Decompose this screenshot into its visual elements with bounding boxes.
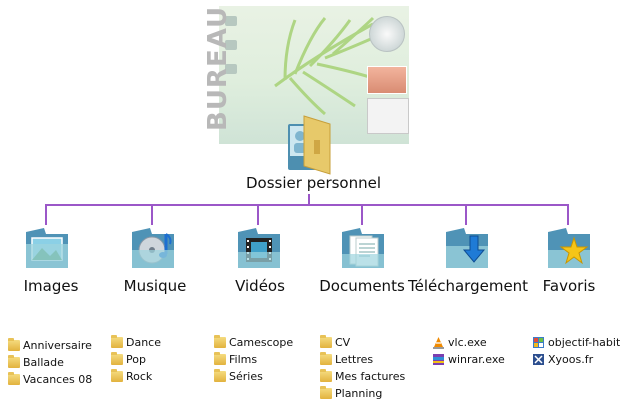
folder-icon (111, 369, 123, 382)
list-item[interactable]: CV (320, 334, 405, 351)
node-label-images: Images (23, 277, 79, 295)
list-item[interactable]: Camescope (214, 334, 293, 351)
connector-line (567, 204, 569, 225)
desktop-label: BUREAU (203, 5, 233, 131)
list-item[interactable]: Xyoos.fr (532, 351, 620, 368)
connector-line (45, 204, 569, 206)
node-label-telechargement: Téléchargement (408, 277, 529, 295)
desktop-icon (225, 40, 237, 50)
documents-items: CV Lettres Mes factures Planning (320, 334, 405, 402)
favoris-items: objectif-habit Xyoos.fr (532, 334, 620, 368)
list-item[interactable]: vlc.exe (432, 334, 505, 351)
list-item[interactable]: Vacances 08 (8, 371, 92, 388)
connector-line (151, 204, 153, 225)
clock-gadget-icon (369, 16, 405, 52)
folder-icon (111, 335, 123, 348)
connector-line (308, 194, 310, 205)
list-item[interactable]: Planning (320, 385, 405, 402)
folder-icon (214, 335, 226, 348)
videos-items: Camescope Films Séries (214, 334, 293, 385)
node-label-videos: Vidéos (235, 277, 285, 295)
folder-icon (214, 352, 226, 365)
desktop-icon (225, 16, 237, 26)
winrar-archive-icon (433, 354, 444, 365)
documents-folder-icon (342, 228, 384, 268)
folder-icon (111, 352, 123, 365)
desktop-icon (225, 64, 237, 74)
folder-icon (320, 335, 332, 348)
folder-icon (8, 338, 20, 351)
music-folder-icon (132, 228, 174, 268)
connector-line (257, 204, 259, 225)
palm-frond-image (274, 16, 375, 116)
folder-icon (8, 355, 20, 368)
connector-line (361, 204, 363, 225)
folder-icon (320, 352, 332, 365)
list-item[interactable]: Séries (214, 368, 293, 385)
folder-icon (8, 372, 20, 385)
folder-icon (214, 369, 226, 382)
node-label-musique: Musique (123, 277, 187, 295)
root-label: Dossier personnel (246, 174, 382, 192)
images-items: Anniversaire Ballade Vacances 08 (8, 337, 92, 388)
node-label-documents: Documents (319, 277, 405, 295)
folder-icon (320, 386, 332, 399)
list-item[interactable]: Lettres (320, 351, 405, 368)
list-item[interactable]: Mes factures (320, 368, 405, 385)
list-item[interactable]: Films (214, 351, 293, 368)
calendar-gadget-icon (367, 98, 409, 134)
website-link-icon (533, 337, 544, 348)
images-folder-icon (26, 228, 68, 268)
list-item[interactable]: Pop (111, 351, 161, 368)
telechargement-items: vlc.exe winrar.exe (432, 334, 505, 368)
download-folder-icon (446, 228, 488, 268)
node-label-favoris: Favoris (542, 277, 596, 295)
photo-gadget-icon (367, 66, 407, 94)
favorites-folder-icon (548, 228, 590, 268)
videos-folder-icon (238, 228, 280, 268)
musique-items: Dance Pop Rock (111, 334, 161, 385)
list-item[interactable]: Anniversaire (8, 337, 92, 354)
list-item[interactable]: Ballade (8, 354, 92, 371)
list-item[interactable]: winrar.exe (432, 351, 505, 368)
list-item[interactable]: Dance (111, 334, 161, 351)
personal-folder-icon (288, 115, 331, 175)
vlc-cone-icon (433, 337, 444, 349)
folder-icon (320, 369, 332, 382)
desktop-screenshot (219, 6, 409, 144)
connector-line (465, 204, 467, 225)
connector-line (45, 204, 47, 225)
website-link-icon (533, 354, 544, 365)
list-item[interactable]: objectif-habit (532, 334, 620, 351)
list-item[interactable]: Rock (111, 368, 161, 385)
